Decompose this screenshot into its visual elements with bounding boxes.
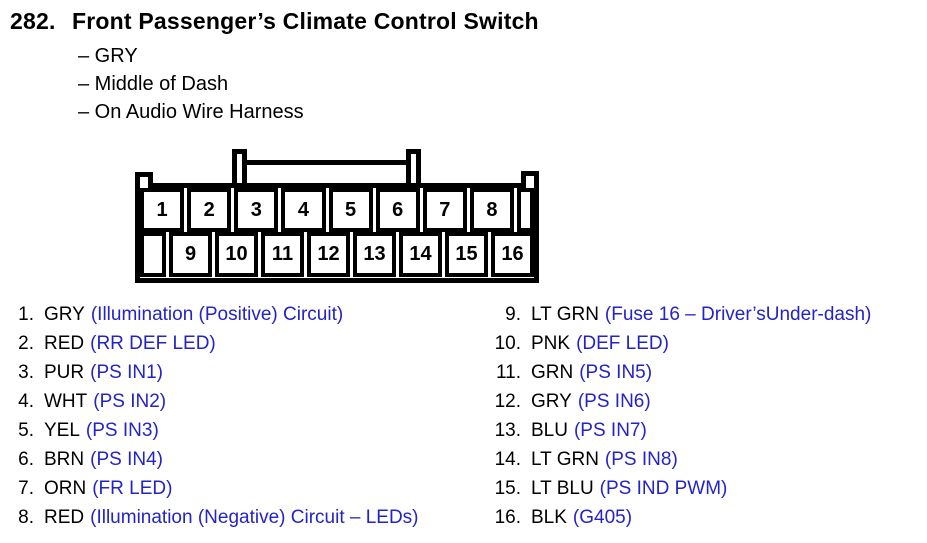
blank-cell [140,232,166,277]
pin-row: 15. LT BLU (PS IND PWM) [489,474,871,503]
wire-color: GRY [531,390,572,412]
wire-color: LT GRN [531,303,599,325]
wire-color: RED [44,506,85,528]
circuit-label: (Illumination (Negative) Circuit – LEDs) [90,506,419,528]
pin-row: 11. GRN (PS IN5) [489,358,871,387]
circuit-label: (PS IN8) [604,448,678,470]
circuit-label: (PS IND PWM) [599,477,728,499]
pin-row: 7. ORN (FR LED) [10,474,419,503]
pin-row: 16. BLK (G405) [489,503,871,532]
pin-cell: 16 [491,232,534,277]
circuit-label: (PS IN1) [90,361,163,383]
wire-color: GRY [44,303,85,325]
circuit-label: (RR DEF LED) [90,332,216,354]
pin-number: 11. [495,361,521,383]
circuit-label: (PS IN2) [93,390,167,412]
pin-cell: 11 [261,232,304,277]
pin-number: 10. [494,332,521,354]
pin-row: 5. YEL (PS IN3) [10,416,419,445]
detail-bullet: – On Audio Wire Harness [78,101,304,123]
pin-row: 10. PNK (DEF LED) [489,329,871,358]
wire-color: RED [44,332,85,354]
pin-cell: 9 [169,232,212,277]
pin-row: 6. BRN (PS IN4) [10,445,419,474]
pin-row: 4. WHT (PS IN2) [10,387,419,416]
pin-number: 2. [18,332,34,354]
pin-cell: 8 [469,188,514,232]
circuit-label: (FR LED) [92,477,173,499]
pin-cell: 7 [422,188,467,232]
pin-number: 6. [18,448,34,470]
pin-row: 3. PUR (PS IN1) [10,358,419,387]
circuit-label: (PS IN7) [573,419,647,441]
connector-diagram: 1 2 3 4 5 6 7 8 9 10 11 12 13 14 15 16 [135,143,539,283]
pin-cell: 2 [187,188,232,232]
blank-cell [517,188,534,232]
wire-color: PNK [531,332,571,354]
wire-color: BRN [44,448,85,470]
pin-number: 14. [494,448,521,470]
pin-list-left: 1. GRY (Illumination (Positive) Circuit)… [10,300,419,532]
pin-row: 8. RED (Illumination (Negative) Circuit … [10,503,419,532]
pin-number: 1. [18,303,34,325]
pin-number: 12. [494,390,521,412]
wire-color: BLU [531,419,568,441]
circuit-label: (PS IN4) [90,448,163,470]
wire-color: LT GRN [531,448,599,470]
wire-color: GRN [531,361,574,383]
pin-number: 16. [494,506,521,528]
section-heading: 282. Front Passenger’s Climate Control S… [10,8,539,35]
wire-color: PUR [44,361,85,383]
pin-cell: 5 [328,188,373,232]
circuit-label: (PS IN6) [577,390,651,412]
pin-number: 13. [494,419,521,441]
circuit-label: (DEF LED) [576,332,669,354]
pin-row: 2. RED (RR DEF LED) [10,329,419,358]
pin-cell: 14 [399,232,442,277]
pin-row: 12. GRY (PS IN6) [489,387,871,416]
wire-color: LT BLU [531,477,594,499]
wire-color: BLK [531,506,567,528]
pin-number: 15. [494,477,521,499]
pin-cell: 3 [234,188,279,232]
wire-color: WHT [44,390,88,412]
pin-cell: 13 [353,232,396,277]
circuit-label: (PS IN3) [85,419,159,441]
pin-cell: 12 [307,232,350,277]
pin-number: 3. [18,361,34,383]
wire-color: ORN [44,477,87,499]
pin-cell: 1 [140,188,185,232]
pin-cell: 15 [445,232,488,277]
circuit-label: (PS IN5) [579,361,653,383]
circuit-label: (G405) [572,506,633,528]
pin-cell: 10 [215,232,258,277]
page-title: Front Passenger’s Climate Control Switch [72,8,539,34]
detail-bullet: – Middle of Dash [78,73,229,95]
pin-row: 13. BLU (PS IN7) [489,416,871,445]
pin-row: 9. LT GRN (Fuse 16 – Driver’sUnder-dash) [489,300,871,329]
connector-top-row: 1 2 3 4 5 6 7 8 [140,188,534,232]
detail-bullet: – GRY [78,45,138,67]
pin-number: 7. [18,477,34,499]
pin-cell: 6 [375,188,420,232]
pin-cell: 4 [281,188,326,232]
detail-bullets: – GRY – Middle of Dash – On Audio Wire H… [78,42,304,126]
pin-number: 8. [18,506,34,528]
connector-bottom-row: 9 10 11 12 13 14 15 16 [140,232,534,277]
section-number: 282. [10,8,56,34]
circuit-label: (Illumination (Positive) Circuit) [90,303,344,325]
pin-number: 5. [18,419,34,441]
pin-row: 14. LT GRN (PS IN8) [489,445,871,474]
pin-number: 4. [18,390,34,412]
pin-list-right: 9. LT GRN (Fuse 16 – Driver’sUnder-dash)… [489,300,872,532]
circuit-label: (Fuse 16 – Driver’sUnder-dash) [604,303,872,325]
pin-row: 1. GRY (Illumination (Positive) Circuit) [10,300,419,329]
wire-color: YEL [44,419,80,441]
pin-number: 9. [505,303,521,325]
